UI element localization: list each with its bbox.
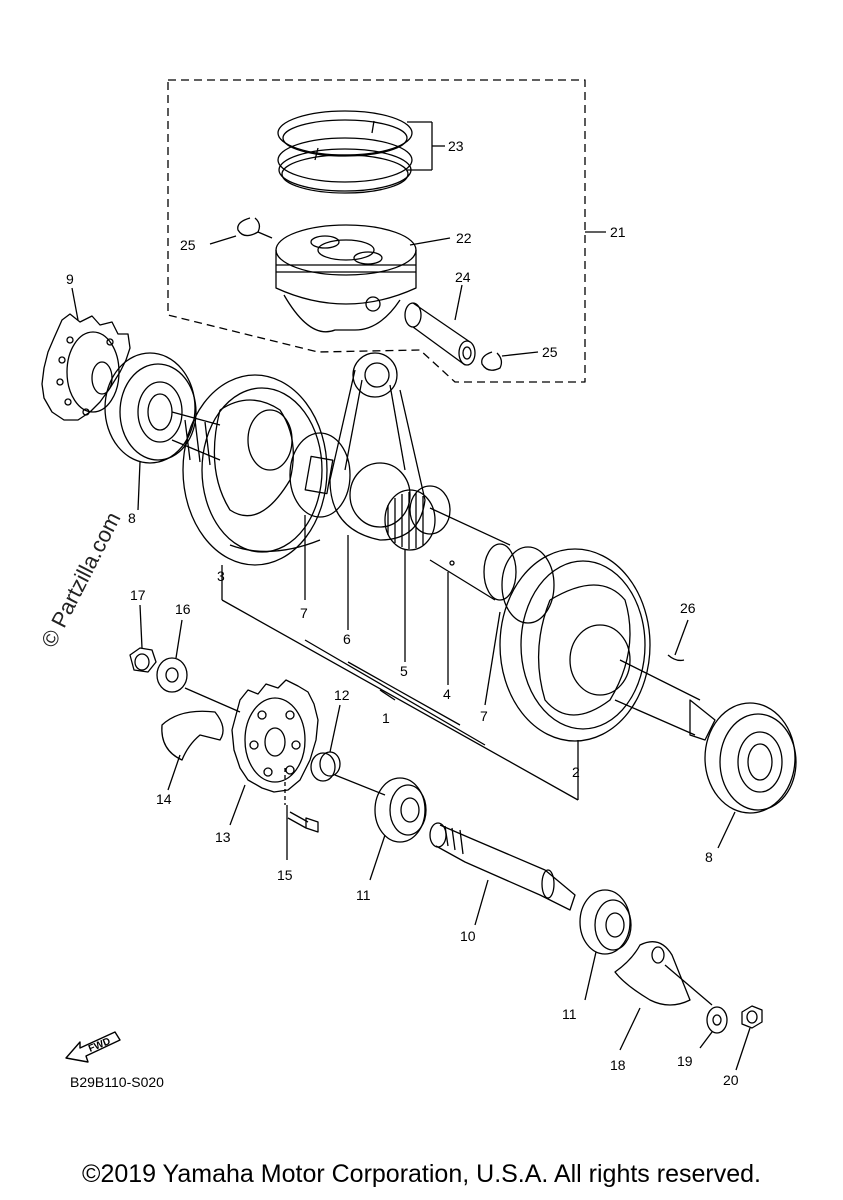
- leader-20: [735, 1027, 751, 1071]
- bearing-11-right: [579, 889, 632, 955]
- callout-16: 16: [175, 601, 191, 617]
- needle-bearing: [384, 485, 451, 551]
- circlip-left: [237, 217, 261, 237]
- callout-2: 2: [572, 764, 580, 780]
- callout-4: 4: [443, 686, 451, 702]
- callout-3: 3: [217, 568, 225, 584]
- crank-shaft-left: [171, 411, 221, 466]
- callout-8-right: 8: [705, 849, 713, 865]
- callout-6: 6: [343, 631, 351, 647]
- leader-11b: [584, 951, 597, 1001]
- fwd-arrow-icon: [65, 1031, 121, 1063]
- leader-25a: [209, 235, 237, 245]
- leader-11a: [369, 834, 386, 881]
- callout-9: 9: [66, 271, 74, 287]
- callout-13: 13: [215, 829, 231, 845]
- collar-12: [310, 751, 341, 782]
- piston-pin: [404, 302, 476, 366]
- leader-25b: [501, 351, 539, 357]
- leader-12: [329, 704, 341, 753]
- leader-19: [699, 1031, 713, 1049]
- callout-7-right: 7: [480, 708, 488, 724]
- callout-8-left: 8: [128, 510, 136, 526]
- nut-17: [129, 647, 157, 673]
- crank-shaft-right: [614, 659, 716, 741]
- callout-22: 22: [456, 230, 472, 246]
- callout-12: 12: [334, 687, 350, 703]
- leader-14: [167, 754, 181, 791]
- leader-13: [229, 784, 246, 826]
- crank-web-right: [499, 548, 651, 742]
- circlip-right: [481, 351, 503, 371]
- balancer-weight-14: [161, 710, 224, 761]
- callout-26: 26: [680, 600, 696, 616]
- callout-1: 1: [382, 710, 390, 726]
- washer-16: [156, 657, 188, 693]
- leader-9: [71, 287, 79, 321]
- leader-26: [674, 619, 689, 656]
- callout-15: 15: [277, 867, 293, 883]
- bearing-left: [104, 352, 197, 464]
- callout-7-left: 7: [300, 605, 308, 621]
- balancer-shaft: [429, 822, 576, 911]
- callout-11-left: 11: [356, 887, 371, 903]
- callout-25-left: 25: [180, 237, 196, 253]
- connecting-rod: [329, 352, 426, 541]
- piston-kit-boundary: [167, 79, 586, 383]
- balancer-weight-18: [614, 941, 691, 1006]
- callout-21: 21: [610, 224, 626, 240]
- callout-17: 17: [130, 587, 146, 603]
- callout-25-right: 25: [542, 344, 558, 360]
- diagram-code: B29B110-S020: [70, 1074, 164, 1090]
- assembly-leader-lines: [221, 599, 579, 801]
- drive-gear-9: [41, 313, 131, 421]
- leader-16: [175, 619, 183, 659]
- woodruff-key: [667, 654, 685, 662]
- callout-10: 10: [460, 928, 476, 944]
- callout-5: 5: [400, 663, 408, 679]
- bearing-11-left: [374, 777, 427, 843]
- balancer-gear-13: [231, 679, 319, 793]
- leader-24: [454, 284, 463, 321]
- thrust-washer-left: [289, 432, 351, 518]
- callout-19: 19: [677, 1053, 693, 1069]
- leader-18: [619, 1007, 641, 1051]
- copyright-notice: ©2019 Yamaha Motor Corporation, U.S.A. A…: [82, 1160, 761, 1188]
- leader-22: [409, 237, 451, 246]
- leader-7b: [484, 611, 501, 706]
- crank-pin: [429, 507, 517, 601]
- piston-rings: [277, 110, 413, 194]
- piston: [275, 224, 417, 333]
- nut-20: [741, 1005, 763, 1029]
- leader-17: [139, 604, 143, 649]
- bolt-15: [287, 811, 319, 833]
- leader-8b: [717, 811, 736, 849]
- leader-10: [474, 879, 489, 926]
- crank-web-left: [182, 374, 328, 566]
- leader-8a: [137, 461, 141, 511]
- callout-24: 24: [455, 269, 471, 285]
- callout-20: 20: [723, 1072, 739, 1088]
- washer-19: [706, 1006, 728, 1034]
- callout-11-right: 11: [562, 1006, 577, 1022]
- thrust-washer-right: [501, 546, 555, 624]
- callout-14: 14: [156, 791, 172, 807]
- callout-18: 18: [610, 1057, 626, 1073]
- bearing-right: [704, 702, 797, 814]
- callout-23: 23: [448, 138, 464, 154]
- fwd-label: FWD: [87, 1036, 112, 1055]
